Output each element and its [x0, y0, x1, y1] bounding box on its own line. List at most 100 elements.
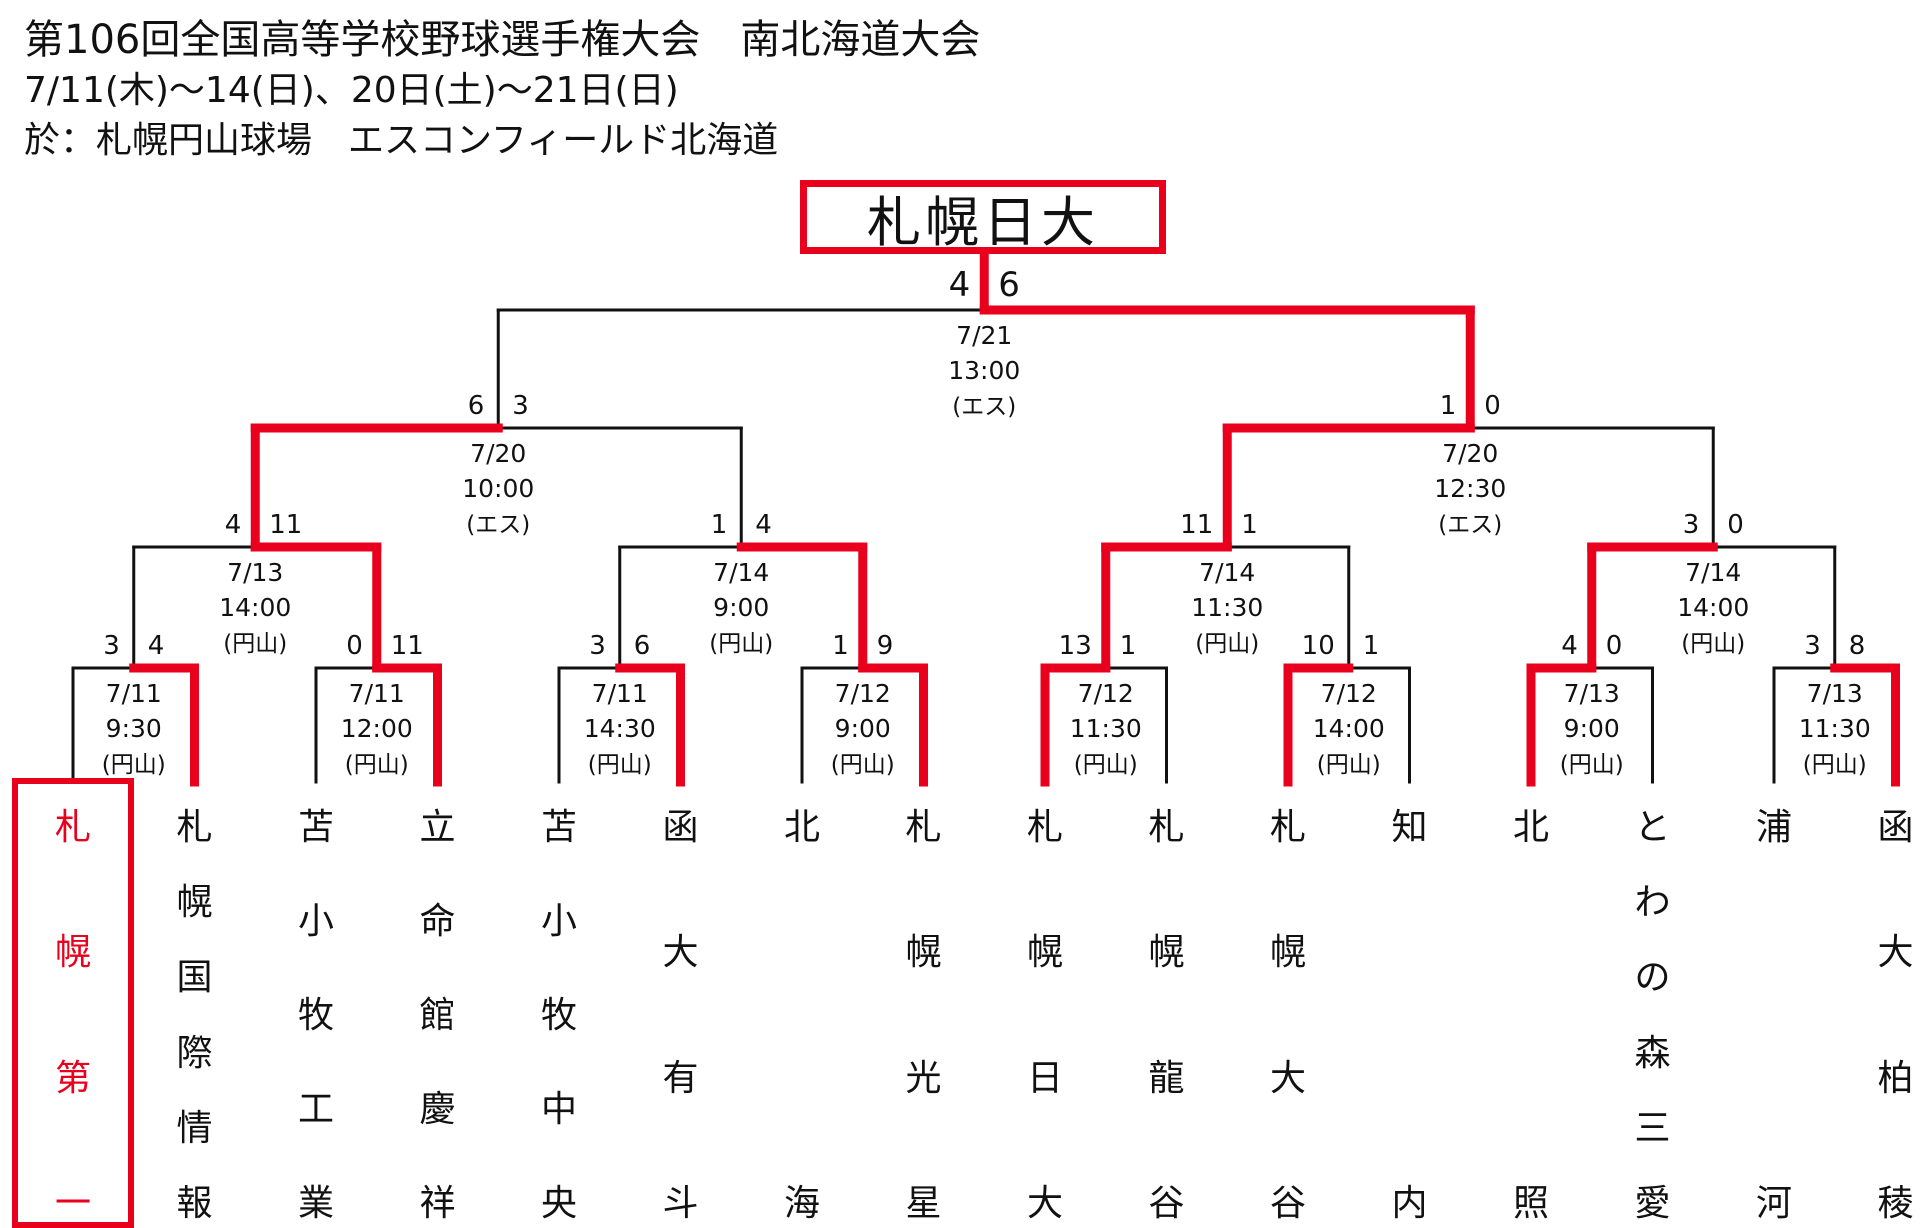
winner-highlight-box — [12, 778, 134, 1228]
team-name: 苫小牧工業 — [286, 808, 346, 1224]
team-name-char: 河 — [1755, 1183, 1792, 1224]
champion-name: 札幌日大 — [867, 190, 1099, 254]
match-venue: (エス) — [952, 394, 1016, 420]
score-left: 1 — [1440, 391, 1457, 421]
score-right: 6 — [998, 265, 1020, 305]
team-name-char: 大 — [1026, 1182, 1063, 1224]
match-time: 11:30 — [1070, 714, 1142, 743]
team-name-char: 日 — [1026, 1057, 1063, 1099]
match-venue: (円山) — [1195, 631, 1259, 657]
team-name-char: の — [1634, 957, 1671, 999]
score-right: 0 — [1727, 510, 1744, 540]
match-date: 7/21 — [956, 321, 1012, 350]
match-date: 7/14 — [1685, 558, 1741, 587]
team-name: とわの森三愛 — [1623, 808, 1683, 1224]
score-right: 9 — [877, 631, 894, 661]
team-name-char: わ — [1634, 882, 1671, 924]
team-name-char: 幌 — [1148, 932, 1185, 974]
team-name-char: 谷 — [1269, 1182, 1306, 1224]
score-left: 0 — [346, 631, 363, 661]
match-venue: (円山) — [709, 631, 773, 657]
team-name-char: 小 — [540, 901, 577, 942]
team-name: 北海 — [772, 808, 832, 1224]
match-date: 7/13 — [227, 558, 283, 587]
team-name-char: 斗 — [662, 1182, 699, 1224]
team-name: 苫小牧中央 — [529, 808, 589, 1224]
score-left: 1 — [832, 631, 849, 661]
score-right: 1 — [1120, 631, 1137, 661]
team-name: 浦河 — [1744, 808, 1804, 1224]
score-left: 3 — [589, 631, 606, 661]
match-venue: (円山) — [588, 752, 652, 778]
match-time: 10:00 — [462, 474, 534, 503]
score-right: 0 — [1484, 391, 1501, 421]
match-venue: (円山) — [345, 752, 409, 778]
page-header: 第106回全国高等学校野球選手権大会 南北海道大会 7/11(木)～14(日)、… — [24, 14, 980, 166]
team-name-char: 祥 — [419, 1183, 456, 1224]
team-name-char: 星 — [905, 1182, 942, 1224]
team-name-char: 愛 — [1634, 1182, 1671, 1224]
score-left: 4 — [1561, 631, 1578, 661]
team-name-char: 札 — [176, 807, 213, 848]
score-right: 11 — [269, 510, 302, 540]
team-name-char: 照 — [1512, 1183, 1549, 1224]
match-venue: (円山) — [1681, 631, 1745, 657]
team-name-char: 牧 — [540, 995, 577, 1036]
match-venue: (円山) — [223, 631, 287, 657]
team-name: 函大有斗 — [651, 808, 711, 1224]
team-name-char: 三 — [1634, 1107, 1671, 1149]
team-name-char: 館 — [419, 995, 456, 1036]
tournament-dates: 7/11(木)～14(日)、20日(土)～21日(日) — [24, 70, 679, 111]
match-date: 7/14 — [713, 558, 769, 587]
match-time: 11:30 — [1191, 593, 1263, 622]
team-name-char: 情 — [176, 1107, 213, 1149]
team-name-char: 谷 — [1148, 1182, 1185, 1224]
match-time: 14:00 — [219, 593, 291, 622]
team-name: 札幌光星 — [894, 808, 954, 1224]
team-name: 函大柏稜 — [1866, 808, 1924, 1224]
team-name-char: 知 — [1391, 807, 1428, 848]
team-name-char: 一 — [54, 1182, 91, 1224]
match-time: 14:30 — [584, 714, 656, 743]
team-name-char: 中 — [540, 1089, 577, 1130]
match-date: 7/12 — [1321, 679, 1377, 708]
team-name-char: 国 — [176, 957, 213, 999]
team-name-char: 有 — [662, 1057, 699, 1099]
team-name-char: 幌 — [905, 932, 942, 974]
team-name-char: 牧 — [297, 995, 334, 1036]
match-time: 9:30 — [106, 714, 162, 743]
team-name-char: 際 — [176, 1032, 213, 1074]
team-name-char: 報 — [176, 1182, 213, 1224]
team-name-char: 苫 — [540, 807, 577, 848]
match-date: 7/12 — [1078, 679, 1134, 708]
score-right: 11 — [391, 631, 424, 661]
match-venue: (エス) — [1438, 512, 1502, 538]
score-left: 13 — [1059, 631, 1092, 661]
team-name-char: 幌 — [176, 882, 213, 924]
team-name-char: 函 — [1877, 807, 1914, 848]
match-time: 14:00 — [1677, 593, 1749, 622]
team-name-char: 柏 — [1877, 1057, 1914, 1099]
score-right: 4 — [755, 510, 772, 540]
score-left: 3 — [1683, 510, 1700, 540]
match-date: 7/11 — [592, 679, 648, 708]
team-name: 知内 — [1380, 808, 1440, 1224]
team-name-char: 大 — [662, 932, 699, 974]
score-right: 1 — [1363, 631, 1380, 661]
team-name-char: 札 — [1269, 807, 1306, 848]
match-date: 7/12 — [835, 679, 891, 708]
score-left: 4 — [225, 510, 242, 540]
match-time: 9:00 — [835, 714, 891, 743]
team-name-char: 慶 — [419, 1089, 456, 1130]
match-date: 7/14 — [1199, 558, 1255, 587]
team-name-char: 函 — [662, 807, 699, 848]
team-name-char: 大 — [1877, 932, 1914, 974]
match-venue: (円山) — [1317, 752, 1381, 778]
team-name: 北照 — [1501, 808, 1561, 1224]
score-left: 1 — [711, 510, 728, 540]
score-left: 6 — [468, 391, 485, 421]
team-name: 札幌龍谷 — [1137, 808, 1197, 1224]
team-name-char: 工 — [297, 1089, 334, 1130]
team-name-char: 立 — [419, 807, 456, 848]
